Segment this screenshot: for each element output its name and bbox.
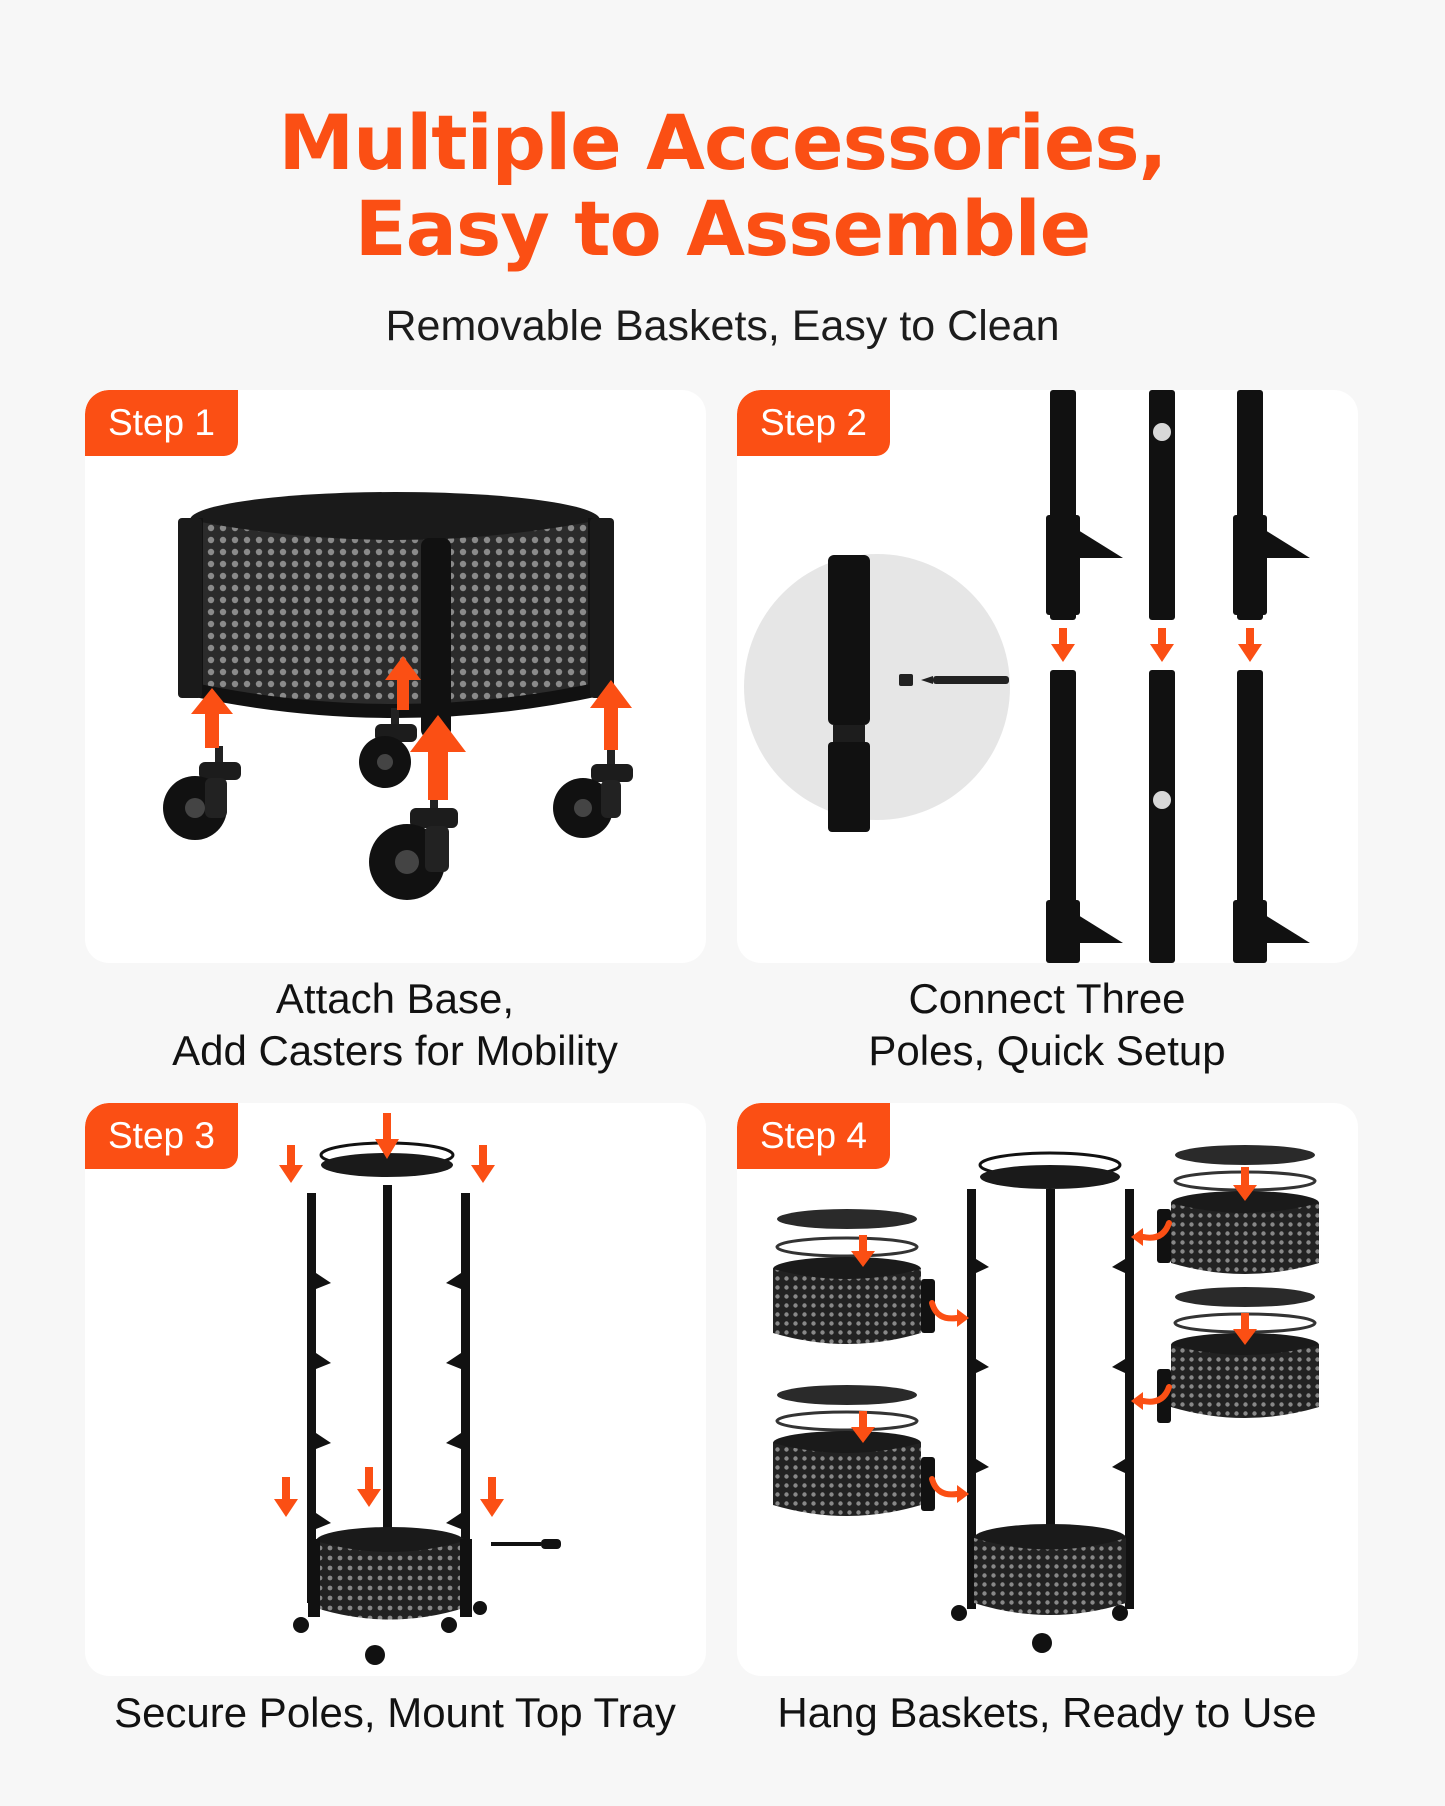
step-1-badge: Step 1 xyxy=(85,390,238,456)
pole-connection-illustration xyxy=(744,390,1310,963)
step-1-caption-line-1: Attach Base, xyxy=(275,975,515,1022)
step-1-caption: Attach Base, Add Casters for Mobility xyxy=(65,973,725,1077)
arrow-down-icon xyxy=(274,1113,504,1517)
step-2-caption: Connect Three Poles, Quick Setup xyxy=(717,973,1377,1077)
step-3-badge: Step 3 xyxy=(85,1103,238,1169)
poles-and-top-tray-illustration xyxy=(274,1113,561,1665)
arrow-down-icon xyxy=(1051,628,1262,662)
hang-baskets-illustration xyxy=(773,1145,1319,1653)
curved-arrow-icon xyxy=(929,1220,1172,1498)
step-3-caption: Secure Poles, Mount Top Tray xyxy=(114,1689,676,1736)
caster-wheel-icon xyxy=(163,746,241,840)
base-and-casters-illustration xyxy=(163,492,633,900)
page-title: Multiple Accessories, Easy to Assemble xyxy=(0,100,1445,272)
step-2-badge: Step 2 xyxy=(737,390,890,456)
step-4-caption: Hang Baskets, Ready to Use xyxy=(777,1689,1317,1736)
arrow-down-icon xyxy=(851,1167,1257,1443)
step-4-badge: Step 4 xyxy=(737,1103,890,1169)
step-3-panel: Step 3 xyxy=(85,1103,706,1676)
title-line-1: Multiple Accessories, xyxy=(278,98,1168,187)
step-2-panel: Step 2 xyxy=(737,390,1358,963)
page-subtitle: Removable Baskets, Easy to Clean xyxy=(385,302,1060,350)
step-2-caption-line-2: Poles, Quick Setup xyxy=(868,1027,1226,1074)
step-2-caption-line-1: Connect Three xyxy=(908,975,1186,1022)
step-1-caption-line-2: Add Casters for Mobility xyxy=(172,1027,618,1074)
title-line-2: Easy to Assemble xyxy=(354,184,1091,273)
arrow-up-icon xyxy=(191,656,632,800)
step-4-panel: Step 4 xyxy=(737,1103,1358,1676)
step-1-panel: Step 1 xyxy=(85,390,706,963)
